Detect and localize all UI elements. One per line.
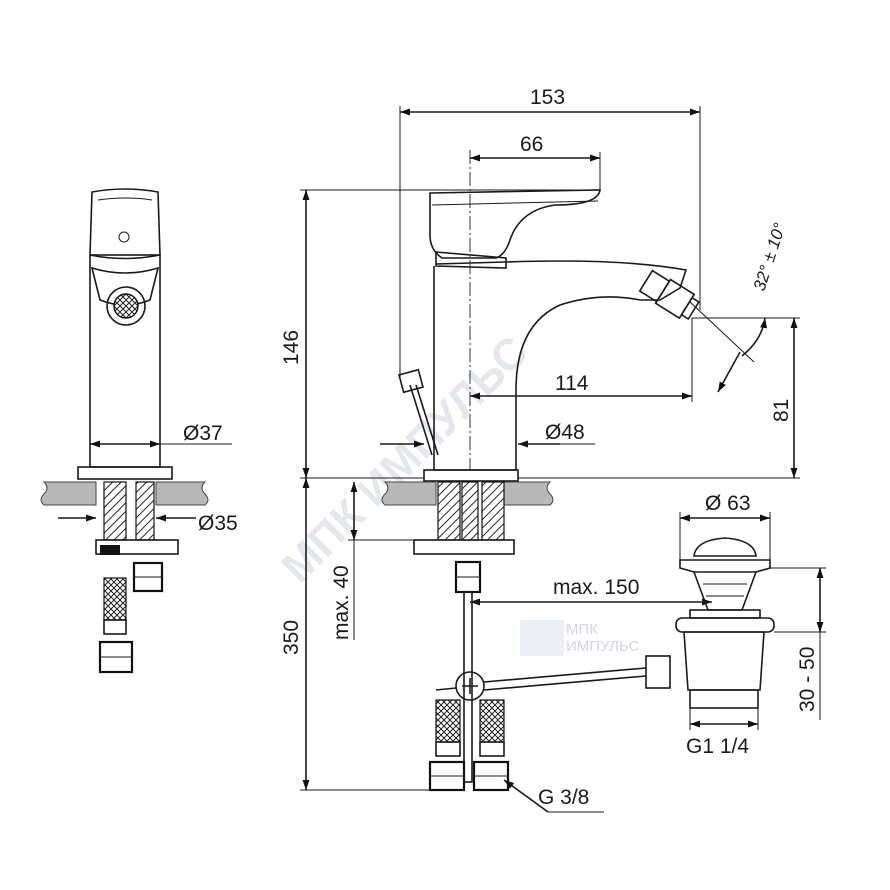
dim-waste-diameter: Ø 63 <box>705 492 751 515</box>
rod-clamp <box>455 671 485 701</box>
dim-spout-height: 81 <box>770 399 793 422</box>
fixing-plate-front <box>413 539 515 555</box>
indicator-dot <box>118 231 130 243</box>
popup-rod-knob <box>398 368 424 394</box>
dim-hole-diameter: Ø35 <box>198 512 238 535</box>
watermark-logo-line1: МПК <box>566 621 598 638</box>
dim-base-diameter: Ø48 <box>545 421 585 444</box>
dim-handle-offset: 66 <box>520 133 543 156</box>
watermark-logo-line2: ИМПУЛЬС <box>566 638 639 655</box>
dim-hose-length: 350 <box>280 620 303 655</box>
dim-supply-thread: G 3/8 <box>538 786 589 809</box>
faucet-side-view: Ø37 Ø35 <box>40 188 238 674</box>
countertop-left <box>40 481 97 506</box>
dim-spout-reach: 114 <box>555 372 589 395</box>
waste-nut <box>675 617 775 633</box>
dim-total-height: 146 <box>280 330 303 365</box>
waste-thread <box>689 689 759 709</box>
countertop-center <box>381 481 437 506</box>
fixing-plate-side <box>95 539 179 555</box>
dim-spray-angle: 32° ± 10° <box>750 220 790 293</box>
body-and-spout <box>433 260 688 471</box>
dim-body-diameter: Ø37 <box>183 422 223 445</box>
faucet-front-view: 153 66 146 114 81 32° ± 10° Ø48 350 <box>280 86 800 813</box>
popup-rod <box>463 591 473 783</box>
dim-max-deck: max. 40 <box>330 565 353 640</box>
dim-max-rod: max. 150 <box>553 576 639 599</box>
waste-plug <box>693 537 757 557</box>
watermark-diagonal: МПК ИМПУЛЬС <box>272 327 537 592</box>
popup-waste: Ø 63 30 - 50 G1 1/4 <box>483 492 826 758</box>
spray-head <box>638 269 700 321</box>
dim-waste-adjust: 30 - 50 <box>796 647 819 712</box>
watermark-logo: МПК ИМПУЛЬС <box>520 620 639 656</box>
aerator-nozzle <box>106 286 146 326</box>
base-front <box>423 469 519 482</box>
dim-waste-thread: G1 1/4 <box>686 735 749 758</box>
flex-hose-side <box>103 577 127 621</box>
base-side <box>77 466 173 480</box>
dim-overall-width: 153 <box>530 86 565 109</box>
lever-handle <box>429 189 601 259</box>
